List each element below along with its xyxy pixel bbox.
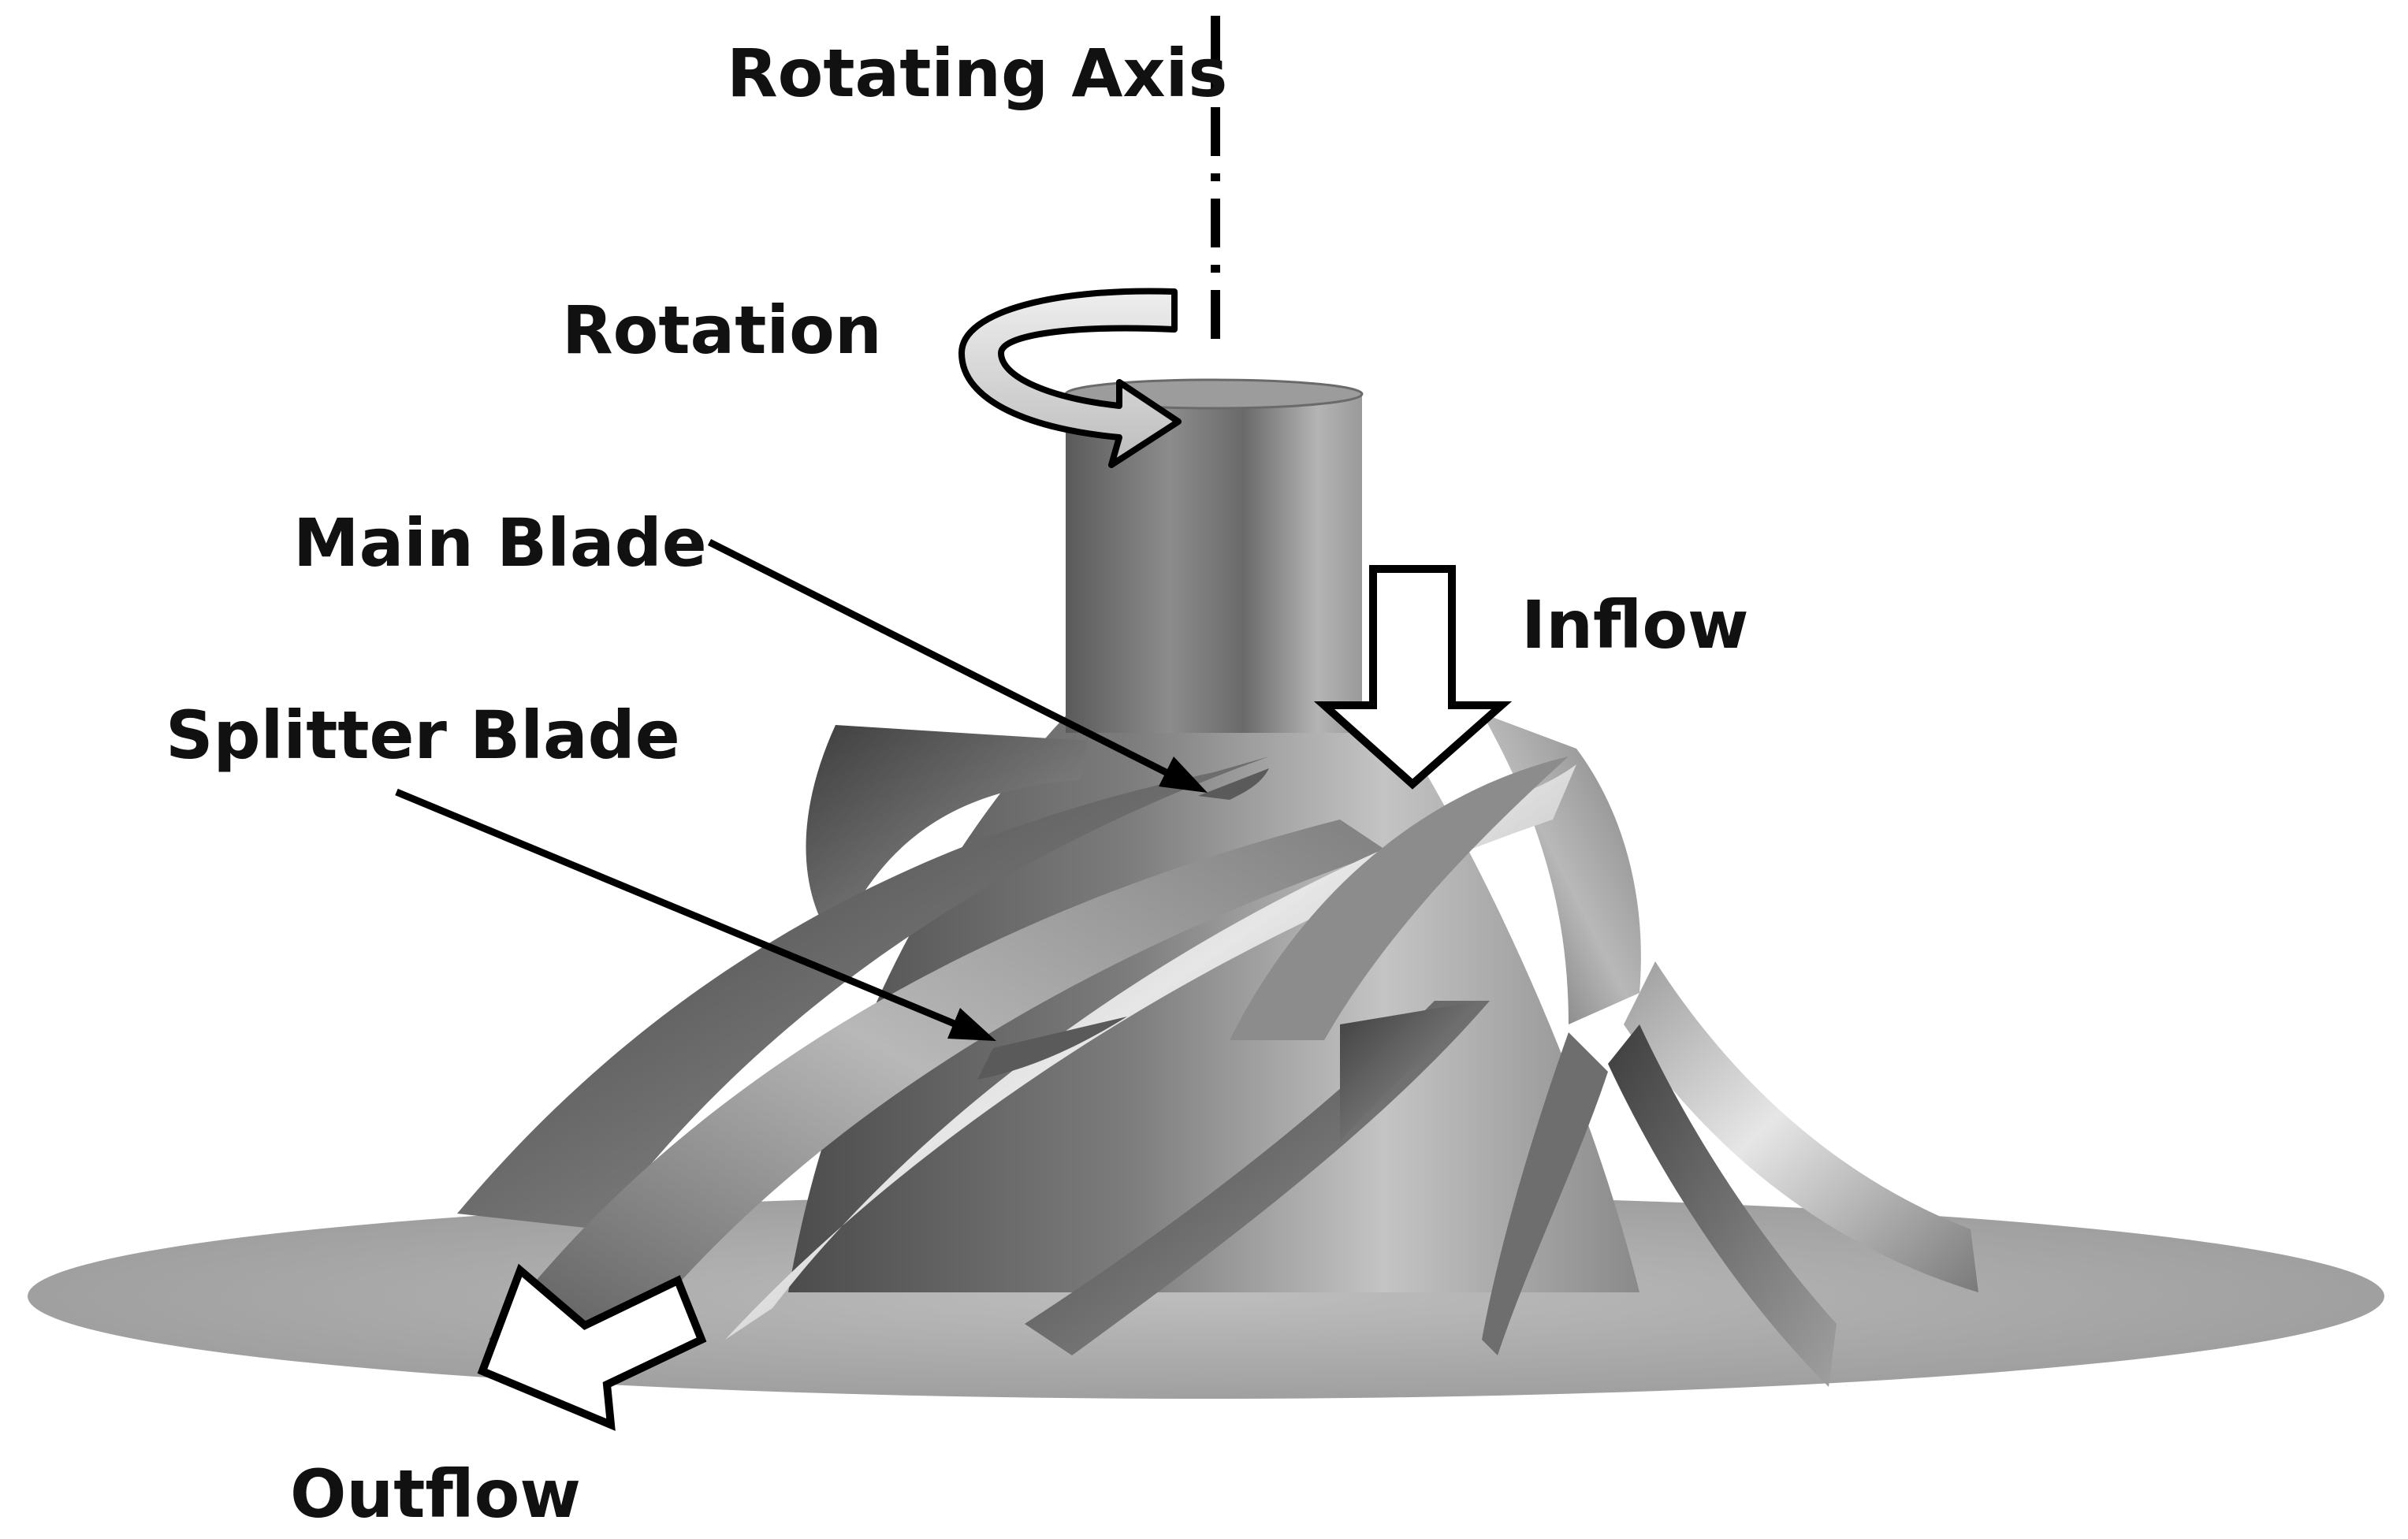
rotation-label: Rotation xyxy=(562,292,882,369)
back-blade-far-right xyxy=(1608,1024,1837,1387)
inflow-label: Inflow xyxy=(1521,586,1749,664)
splitter-blade-center xyxy=(1340,1001,1482,1143)
main-blade-leader-line xyxy=(707,538,1181,783)
back-blade-left xyxy=(806,725,1088,946)
main-blade-front-2 xyxy=(1482,1032,1608,1355)
outflow-arrow-icon xyxy=(477,1263,707,1431)
main-blade-4 xyxy=(1230,756,1569,1040)
splitter-blade-leader-arrowhead xyxy=(947,1008,996,1041)
rotating-axis-label: Rotating Axis xyxy=(727,35,1227,112)
splitter-blade-label: Splitter Blade xyxy=(166,697,680,774)
back-blade-right xyxy=(1624,961,1978,1292)
splitter-blade-front xyxy=(977,1017,1127,1080)
shaft xyxy=(1066,394,1362,733)
inflow-arrow-icon xyxy=(1313,565,1513,790)
main-blade-leader-arrowhead xyxy=(1159,756,1208,793)
outflow-label: Outflow xyxy=(290,1455,581,1533)
main-blade-2 xyxy=(489,820,1387,1340)
main-blade-label: Main Blade xyxy=(293,504,707,582)
splitter-blade-top xyxy=(1198,768,1269,800)
splitter-blade-leader-line xyxy=(395,788,967,1032)
main-blade-1 xyxy=(457,756,1269,1229)
rotation-arrow-icon xyxy=(958,288,1182,468)
